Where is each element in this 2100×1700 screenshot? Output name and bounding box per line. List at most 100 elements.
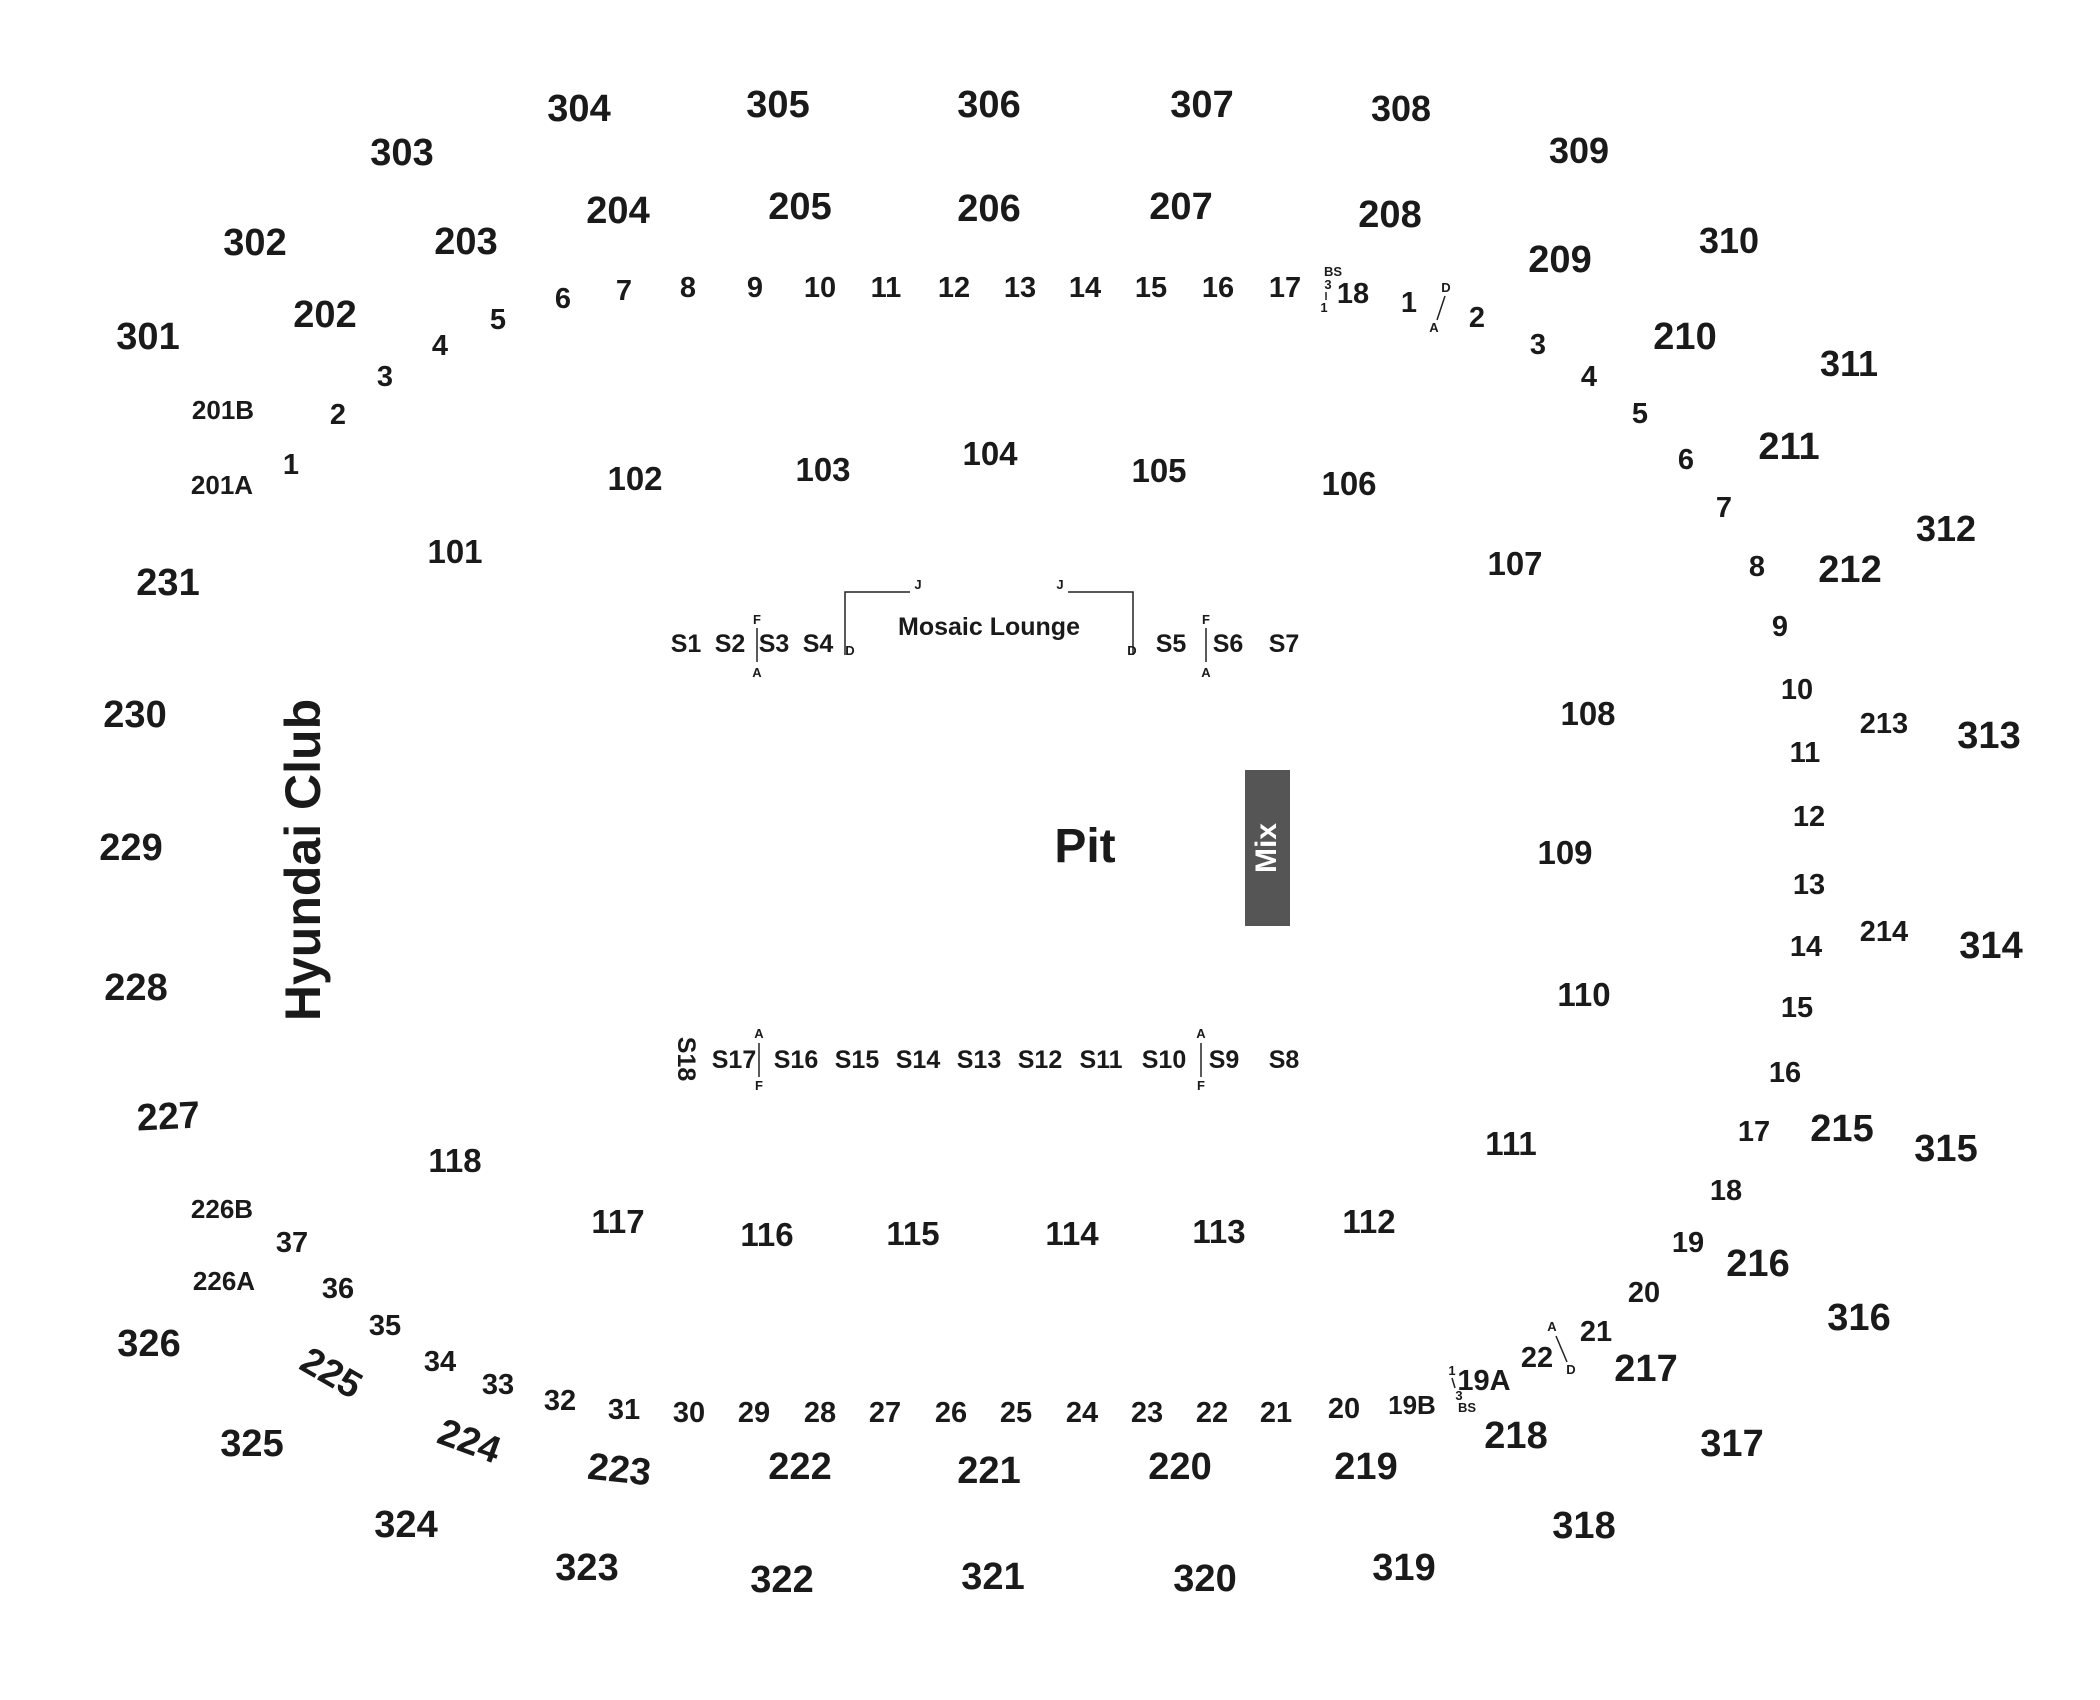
suite-s4[interactable]: S4: [803, 630, 834, 658]
section-211[interactable]: 211: [1758, 426, 1819, 468]
loge-box[interactable]: 19B: [1388, 1390, 1436, 1420]
loge-box[interactable]: 17: [1269, 272, 1301, 304]
section-323[interactable]: 323: [555, 1547, 618, 1589]
loge-box[interactable]: 12: [1793, 801, 1825, 833]
loge-box[interactable]: 6: [555, 283, 571, 315]
section-313[interactable]: 313: [1957, 715, 2020, 757]
section-228[interactable]: 228: [104, 967, 167, 1009]
section-315[interactable]: 315: [1914, 1128, 1977, 1170]
section-114[interactable]: 114: [1045, 1215, 1099, 1252]
loge-box[interactable]: 18: [1337, 278, 1369, 310]
mosaic-lounge[interactable]: J J D D Mosaic Lounge: [844, 577, 1137, 658]
section-318[interactable]: 318: [1552, 1505, 1615, 1547]
loge-box[interactable]: 6: [1678, 444, 1694, 476]
section-226a[interactable]: 226A: [193, 1266, 255, 1296]
section-229[interactable]: 229: [99, 827, 162, 869]
loge-box[interactable]: 5: [1632, 398, 1648, 430]
loge-box[interactable]: 7: [1716, 492, 1732, 524]
loge-box[interactable]: 12: [938, 272, 970, 304]
section-214[interactable]: 214: [1860, 916, 1908, 948]
loge-box[interactable]: 34: [424, 1346, 456, 1378]
loge-box[interactable]: 21: [1260, 1397, 1292, 1429]
section-201b[interactable]: 201B: [192, 395, 254, 425]
section-309[interactable]: 309: [1549, 130, 1609, 171]
suite-s7[interactable]: S7: [1269, 630, 1300, 658]
section-301[interactable]: 301: [116, 316, 179, 358]
section-102[interactable]: 102: [607, 460, 662, 497]
section-209[interactable]: 209: [1528, 239, 1591, 281]
section-311[interactable]: 311: [1820, 343, 1878, 384]
suite-s11[interactable]: S11: [1079, 1046, 1122, 1074]
loge-box[interactable]: 27: [869, 1397, 901, 1429]
suite-s1[interactable]: S1: [671, 630, 702, 658]
section-118[interactable]: 118: [428, 1142, 481, 1179]
section-310[interactable]: 310: [1699, 220, 1759, 261]
section-202[interactable]: 202: [293, 294, 356, 336]
loge-box[interactable]: 11: [871, 272, 902, 304]
section-219[interactable]: 219: [1334, 1446, 1397, 1488]
loge-box[interactable]: 13: [1793, 869, 1825, 901]
section-217[interactable]: 217: [1614, 1348, 1677, 1390]
section-223[interactable]: 223: [586, 1446, 653, 1494]
suite-s17[interactable]: S17: [712, 1046, 756, 1074]
suite-s5[interactable]: S5: [1156, 630, 1187, 658]
section-206[interactable]: 206: [957, 188, 1020, 230]
loge-box[interactable]: 7: [616, 275, 632, 307]
suite-s15[interactable]: S15: [835, 1046, 880, 1074]
section-222[interactable]: 222: [768, 1446, 831, 1488]
loge-box[interactable]: 9: [1772, 611, 1788, 643]
section-326[interactable]: 326: [117, 1323, 180, 1365]
loge-box[interactable]: 22: [1521, 1342, 1553, 1374]
section-106[interactable]: 106: [1321, 465, 1376, 502]
section-320[interactable]: 320: [1173, 1558, 1236, 1600]
suite-s16[interactable]: S16: [774, 1046, 818, 1074]
loge-box[interactable]: 15: [1781, 992, 1813, 1024]
section-221[interactable]: 221: [957, 1450, 1020, 1492]
suite-s2[interactable]: S2: [715, 630, 746, 658]
section-115[interactable]: 115: [886, 1215, 939, 1252]
loge-box[interactable]: 23: [1131, 1397, 1163, 1429]
loge-box[interactable]: 10: [804, 272, 836, 304]
section-107[interactable]: 107: [1487, 545, 1542, 582]
section-307[interactable]: 307: [1170, 84, 1233, 126]
section-230[interactable]: 230: [103, 694, 166, 736]
loge-box[interactable]: 20: [1628, 1277, 1660, 1309]
loge-box[interactable]: 8: [680, 272, 696, 304]
suite-s10[interactable]: S10: [1142, 1046, 1186, 1074]
loge-box[interactable]: 8: [1749, 551, 1765, 583]
suite-s8[interactable]: S8: [1269, 1046, 1300, 1074]
section-225[interactable]: 225: [293, 1340, 369, 1408]
section-108[interactable]: 108: [1560, 695, 1615, 732]
loge-box[interactable]: 10: [1781, 674, 1813, 706]
section-104[interactable]: 104: [962, 435, 1018, 472]
loge-box[interactable]: 31: [608, 1394, 640, 1426]
mosaic-lounge-label[interactable]: Mosaic Lounge: [898, 613, 1080, 641]
loge-box[interactable]: 30: [673, 1397, 705, 1429]
section-210[interactable]: 210: [1653, 316, 1716, 358]
loge-box[interactable]: 22: [1196, 1397, 1228, 1429]
hyundai-club-label[interactable]: Hyundai Club: [275, 699, 331, 1021]
loge-box[interactable]: 16: [1769, 1057, 1801, 1089]
loge-box[interactable]: 13: [1004, 272, 1036, 304]
section-101[interactable]: 101: [427, 533, 482, 570]
section-203[interactable]: 203: [434, 221, 497, 263]
suite-s14[interactable]: S14: [896, 1046, 941, 1074]
section-207[interactable]: 207: [1149, 186, 1212, 228]
section-316[interactable]: 316: [1827, 1297, 1890, 1339]
loge-box[interactable]: 1: [1401, 287, 1417, 319]
loge-box[interactable]: 19A: [1457, 1365, 1510, 1397]
section-302[interactable]: 302: [223, 222, 286, 264]
section-208[interactable]: 208: [1358, 194, 1421, 236]
loge-box[interactable]: 5: [490, 304, 506, 336]
section-215[interactable]: 215: [1810, 1108, 1873, 1150]
section-308[interactable]: 308: [1371, 88, 1431, 129]
loge-box[interactable]: 28: [804, 1397, 836, 1429]
loge-box[interactable]: 25: [1000, 1397, 1032, 1429]
loge-box[interactable]: 37: [276, 1227, 308, 1259]
section-303[interactable]: 303: [370, 132, 433, 174]
section-220[interactable]: 220: [1148, 1446, 1211, 1488]
loge-box[interactable]: 21: [1580, 1316, 1612, 1348]
section-201a[interactable]: 201A: [191, 470, 253, 500]
loge-box[interactable]: 26: [935, 1397, 967, 1429]
section-312[interactable]: 312: [1916, 508, 1976, 549]
